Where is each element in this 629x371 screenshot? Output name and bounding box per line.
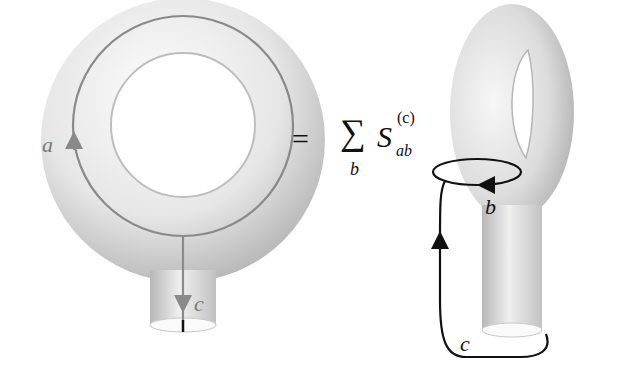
path-label: c xyxy=(460,333,470,355)
loop-label: a xyxy=(42,134,53,156)
subscript: ab xyxy=(396,143,412,159)
symbol-letter: S xyxy=(377,122,392,152)
superscript: (c) xyxy=(397,110,415,126)
sum-symbol: ∑ xyxy=(340,114,366,150)
loop-label: b xyxy=(485,196,496,218)
sum-index: b xyxy=(350,160,359,178)
path-label: c xyxy=(194,293,204,315)
equals-sign: = xyxy=(292,124,309,154)
